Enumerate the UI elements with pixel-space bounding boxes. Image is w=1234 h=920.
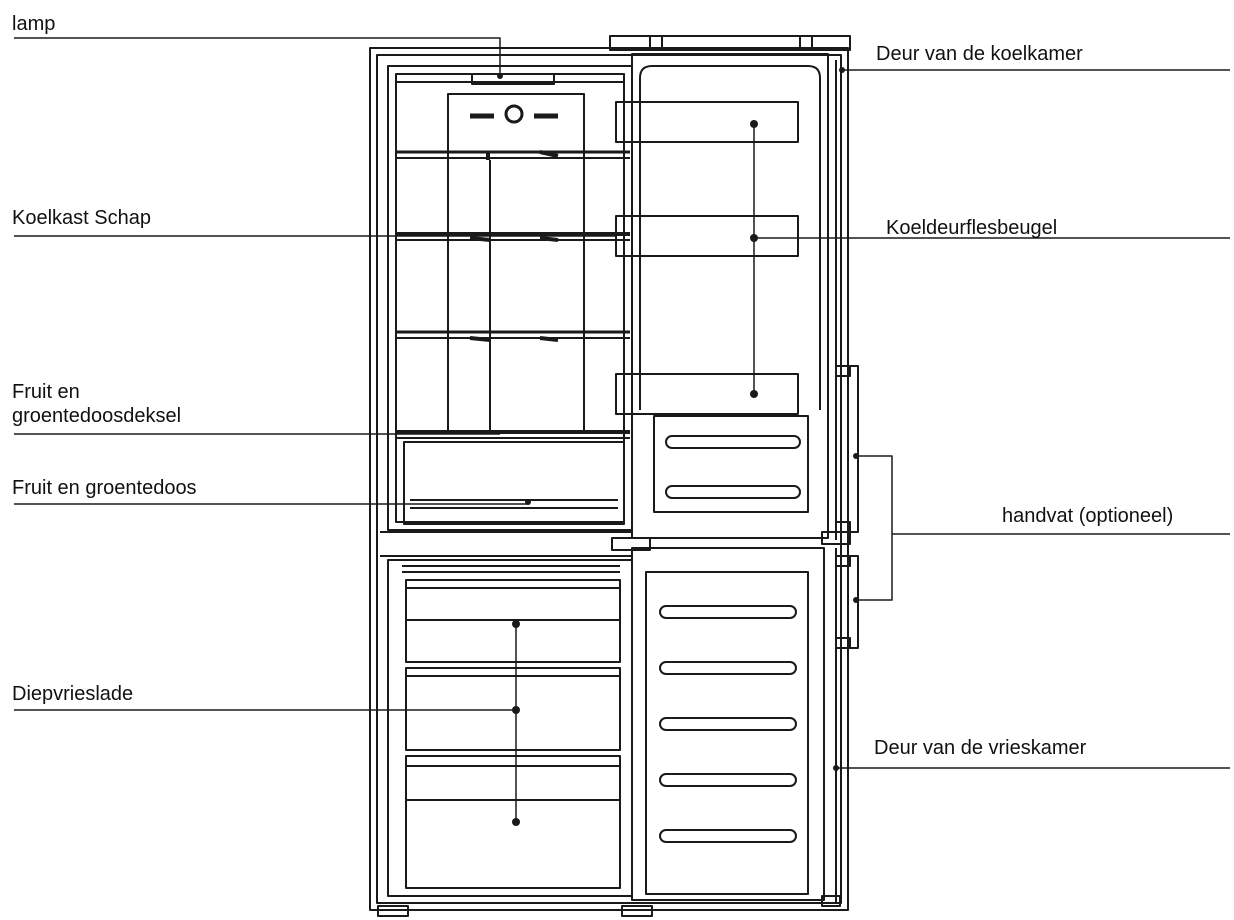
label-door-bottle-rack: Koeldeurflesbeugel — [886, 217, 1058, 239]
label-crisper-cover-line2: groentedoosdeksel — [12, 405, 182, 427]
control-panel — [447, 93, 585, 432]
leader-lines — [14, 37, 1230, 822]
freezer-drawer — [405, 579, 621, 663]
freezer-drawer — [405, 667, 621, 751]
freezer-compartment — [387, 559, 633, 897]
freezer-door — [631, 547, 825, 901]
fridge-shelf — [396, 330, 630, 342]
label-crisper-cover: Fruit en groentedoosdeksel — [12, 380, 181, 428]
label-fridge-shelf: Koelkast Schap — [12, 207, 151, 229]
label-freezer-door: Deur van de vrieskamer — [874, 737, 1087, 759]
fridge-shelf — [396, 232, 630, 242]
door-lower-bin — [653, 415, 809, 513]
crisper-drawer — [403, 441, 625, 525]
leader-dots — [497, 67, 859, 826]
cabinet-feet — [377, 905, 653, 917]
label-fridge-door: Deur van de koelkamer — [876, 43, 1083, 65]
door-bottle-rack — [615, 101, 799, 415]
cabinet-top-hinge — [609, 35, 851, 51]
label-crisper-cover-line1: Fruit en — [12, 381, 80, 403]
door-side-edge — [821, 60, 851, 907]
handle-optional — [835, 365, 859, 649]
freezer-drawer — [405, 755, 621, 889]
fridge-door — [631, 53, 829, 539]
label-crisper-box: Fruit en groentedoos — [12, 477, 197, 499]
lamp — [471, 73, 555, 85]
label-handle-optional: handvat (optioneel) — [1002, 505, 1174, 527]
compartment-divider — [380, 531, 651, 557]
label-freezer-drawer: Diepvrieslade — [12, 683, 134, 705]
label-lamp: lamp — [12, 13, 56, 35]
fridge-cabinet — [369, 47, 849, 911]
fridge-compartment — [387, 65, 633, 531]
fridge-shelf — [396, 150, 630, 160]
crisper-cover — [396, 430, 630, 439]
